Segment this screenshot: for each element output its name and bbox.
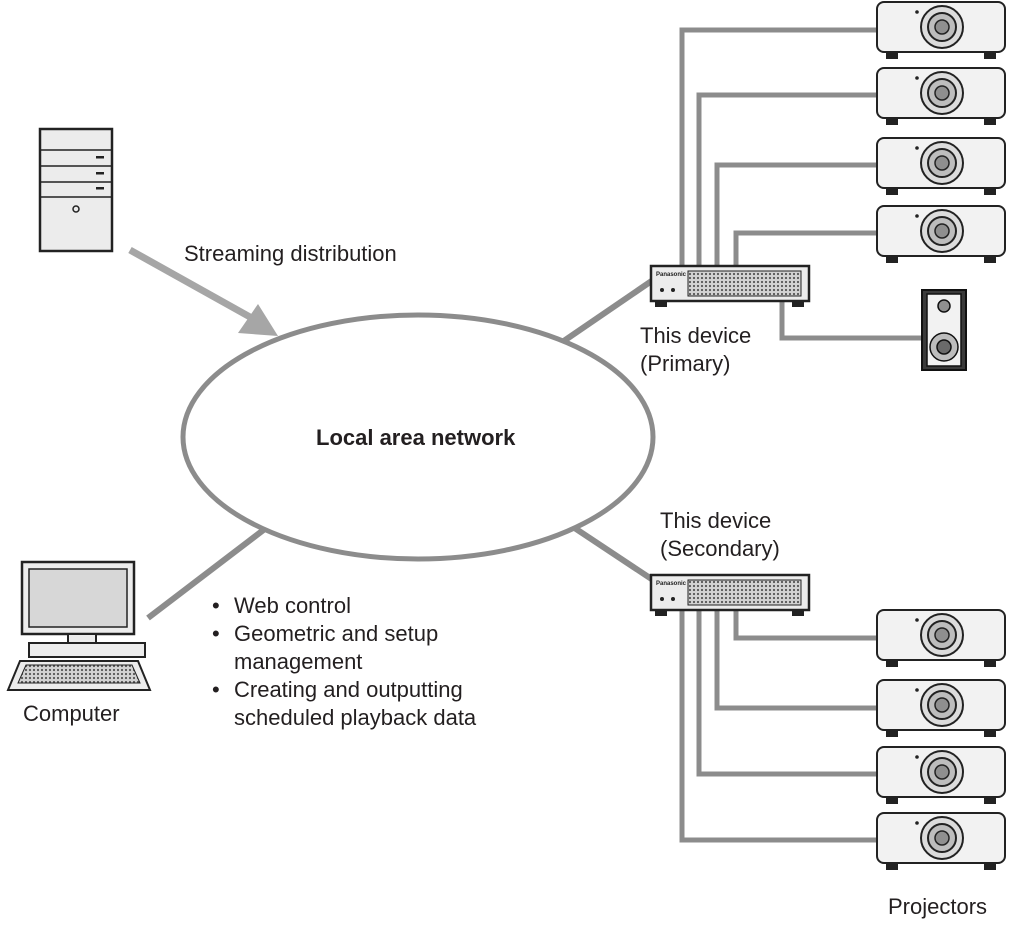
- primary-device-label: This device (Primary): [640, 322, 751, 378]
- function-item: Geometric and setup: [212, 620, 476, 648]
- secondary-label-line1: This device: [660, 508, 772, 533]
- function-item: Web control: [212, 592, 476, 620]
- svg-text:Panasonic: Panasonic: [656, 581, 687, 587]
- primary-label-line1: This device: [640, 323, 752, 348]
- primary-device-icon: Panasonic: [649, 264, 811, 307]
- speaker-icon: [921, 289, 967, 371]
- projector-icon: [876, 1, 1006, 60]
- projector-icon: [876, 746, 1006, 805]
- secondary-label-line2: (Secondary): [660, 536, 780, 561]
- server-tower-icon: [38, 127, 114, 253]
- primary-label-line2: (Primary): [640, 351, 731, 376]
- secondary-device-label: This device (Secondary): [660, 507, 780, 563]
- projectors-label: Projectors: [888, 894, 988, 919]
- function-item: Creating and outputting: [212, 676, 476, 704]
- function-item-continued: scheduled playback data: [234, 705, 477, 730]
- projector-icon: [876, 679, 1006, 738]
- lan-ellipse: [180, 312, 656, 562]
- primary-cables: [679, 27, 922, 341]
- streaming-label: Streaming distribution: [184, 241, 397, 266]
- lan-label: Local area network: [316, 425, 516, 450]
- function-item-continued: management: [234, 649, 363, 674]
- projector-icon: [876, 137, 1006, 196]
- computer-functions-list: Web control Geometric and setup manageme…: [212, 592, 476, 732]
- svg-text:Panasonic: Panasonic: [656, 272, 687, 278]
- streaming-arrow: [128, 246, 278, 336]
- projector-icon: [876, 67, 1006, 126]
- computer-icon: [6, 560, 152, 691]
- projector-icon: [876, 812, 1006, 871]
- computer-label: Computer: [23, 701, 120, 726]
- projector-icon: [876, 609, 1006, 668]
- secondary-device-icon: Panasonic: [649, 573, 811, 616]
- secondary-cables: [679, 608, 877, 843]
- projector-icon: [876, 205, 1006, 264]
